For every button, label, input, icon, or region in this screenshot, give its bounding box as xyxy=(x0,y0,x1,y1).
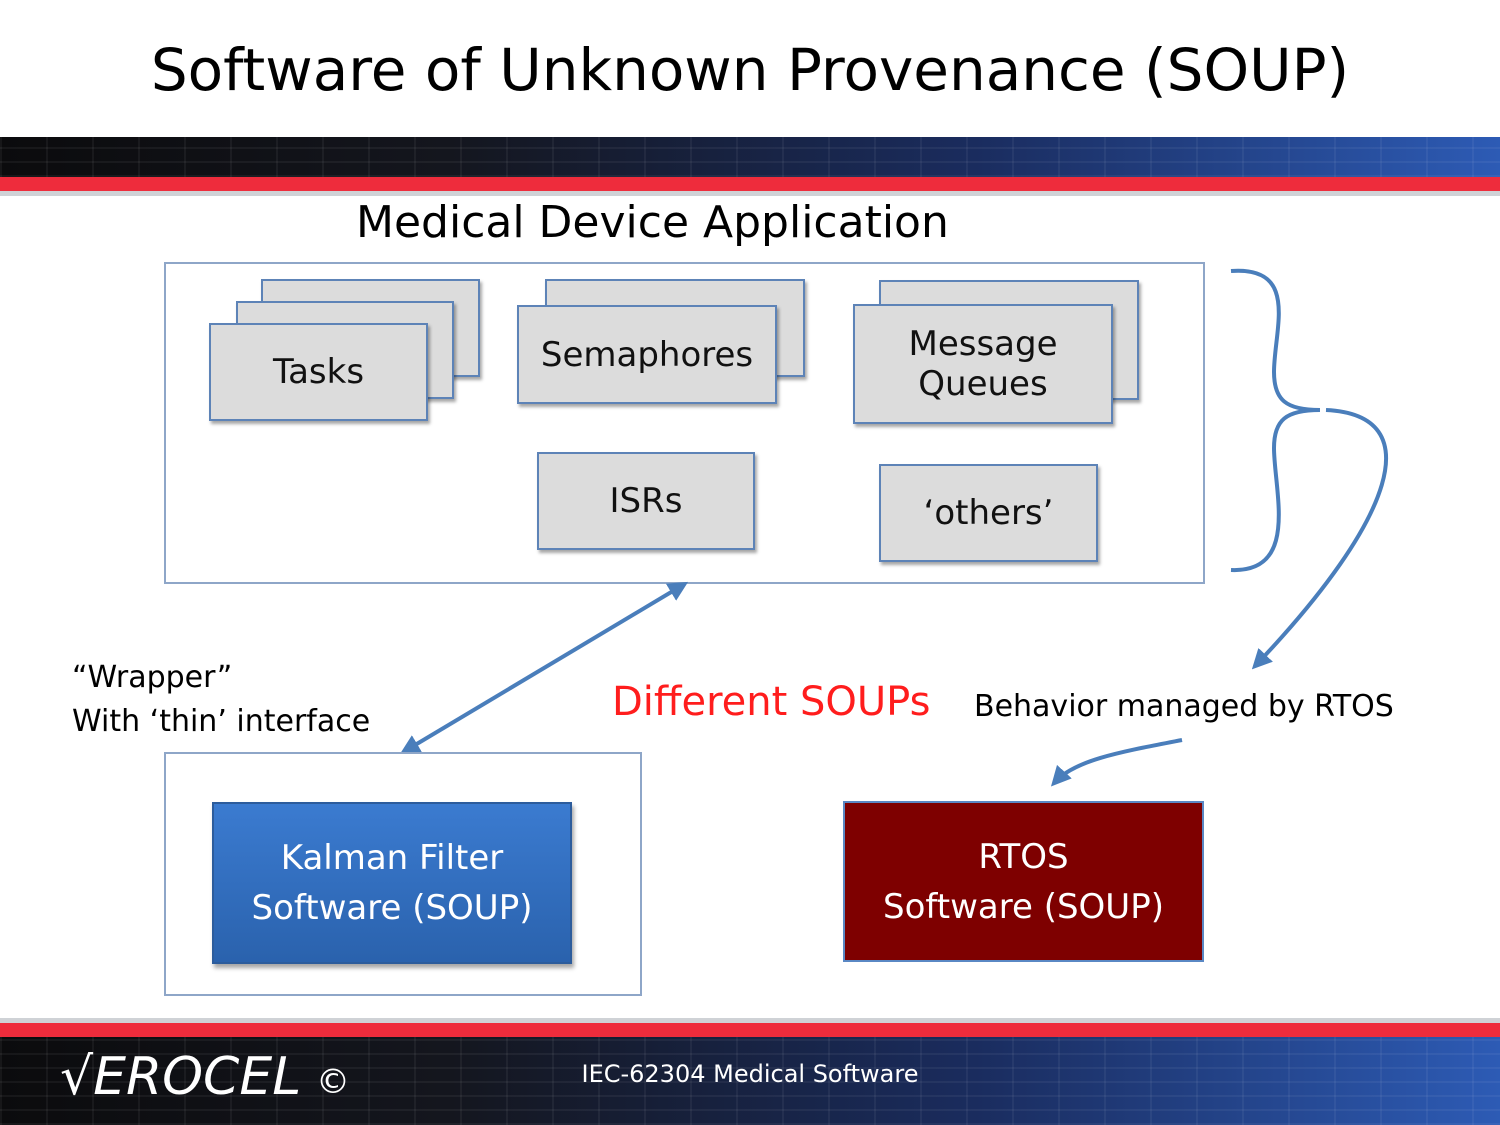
semaphores-label: Semaphores xyxy=(540,334,754,375)
isrs-label: ISRs xyxy=(609,481,683,521)
kalman-label-line2: Software (SOUP) xyxy=(251,888,533,928)
rtos-label-line1: RTOS xyxy=(978,836,1069,877)
different-soups-label: Different SOUPs xyxy=(612,679,931,725)
message-queues-card: Message Queues xyxy=(853,304,1113,424)
slide-title: Software of Unknown Provenance (SOUP) xyxy=(150,36,1350,104)
tasks-label: Tasks xyxy=(272,352,365,392)
wrapper-interface-arrow xyxy=(399,581,689,755)
behavior-note: Behavior managed by RTOS xyxy=(974,689,1394,724)
footer-course-title: IEC-62304 Medical Software xyxy=(581,1060,919,1088)
kalman-label-line1: Kalman Filter xyxy=(280,838,504,878)
footer-gray-stripe xyxy=(0,1018,1500,1023)
behavior-to-rtos-arrow xyxy=(1050,738,1183,787)
rtos-label-line2: Software (SOUP) xyxy=(883,886,1164,927)
isrs-card: ISRs xyxy=(537,452,755,550)
header-red-stripe xyxy=(0,177,1500,191)
rtos-soup-box: RTOS Software (SOUP) xyxy=(843,801,1204,962)
footer-red-stripe xyxy=(0,1023,1500,1037)
message-queues-label-line1: Message xyxy=(908,324,1058,364)
footer-band xyxy=(0,1037,1500,1125)
tasks-card: Tasks xyxy=(209,323,428,421)
header-band xyxy=(0,137,1500,177)
wrapper-note-line2: With ‘thin’ interface xyxy=(72,704,371,739)
others-card: ‘others’ xyxy=(879,464,1098,562)
application-title: Medical Device Application xyxy=(356,197,949,248)
wrapper-note-line1: “Wrapper” xyxy=(72,660,233,695)
right-brace xyxy=(1230,268,1321,573)
others-label: ‘others’ xyxy=(923,493,1054,533)
copyright-symbol: © xyxy=(316,1062,350,1102)
message-queues-label-line2: Queues xyxy=(918,364,1048,404)
verocel-logo: √EROCEL xyxy=(60,1047,302,1107)
header-gray-stripe xyxy=(0,191,1500,196)
brace-to-rtos-arrow xyxy=(1251,408,1389,670)
kalman-soup-box: Kalman Filter Software (SOUP) xyxy=(212,802,572,964)
semaphores-card: Semaphores xyxy=(517,305,777,404)
